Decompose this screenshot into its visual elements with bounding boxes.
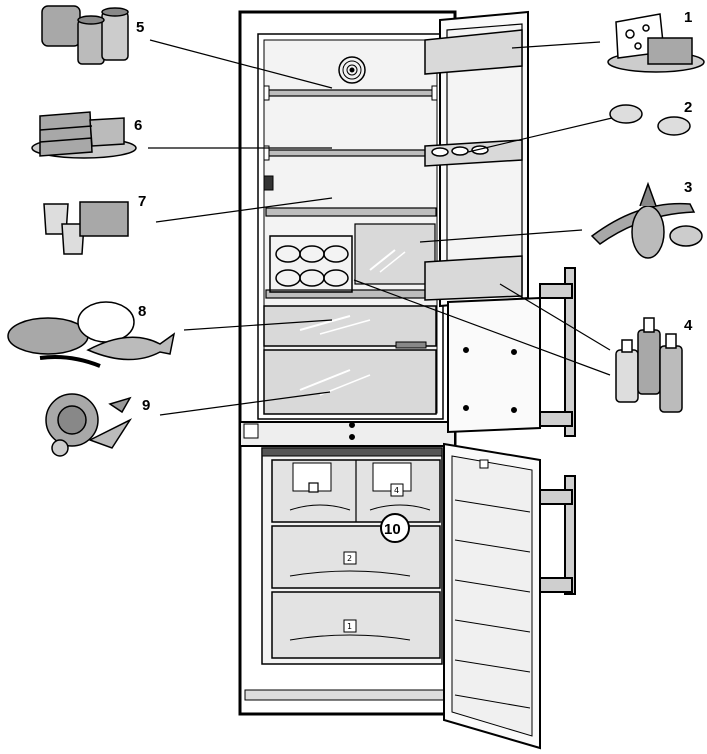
upper-handle-mount [539, 283, 573, 299]
lower-handle-mount [539, 577, 573, 593]
door-bin-bottles [424, 255, 523, 301]
crisper-drawer-lower [263, 349, 437, 415]
shelf [265, 89, 437, 97]
door-handles [539, 267, 576, 595]
drawer-mark-4: 4 [394, 486, 399, 495]
bottles-icon [615, 317, 683, 413]
hinge-icon [243, 423, 259, 439]
freezer-drawer-labels: 4 2 1 [343, 483, 404, 633]
pineapple-and-sausage-icon [590, 181, 703, 259]
ice-symbol-icon [479, 459, 489, 469]
bottle-rack [269, 235, 353, 293]
callout-6: 6 [134, 117, 142, 134]
drawer-mark-1: 1 [347, 622, 352, 631]
jars-and-cans-icon [41, 5, 129, 65]
cake-icon [31, 111, 137, 159]
leader-line-4b [353, 279, 611, 376]
callout-8: 8 [138, 303, 146, 320]
callout-7: 7 [138, 193, 146, 210]
freezer-top-vent [261, 447, 443, 457]
callout-2: 2 [684, 99, 692, 116]
cheese-and-butter-icon [607, 13, 705, 73]
leader-line-3 [419, 229, 583, 243]
shelf [265, 289, 437, 299]
plinth [244, 689, 451, 701]
fridge-door [439, 10, 541, 434]
leader-line-9 [159, 391, 331, 416]
crisper-drawer-upper [263, 305, 437, 347]
door-bin-top [424, 29, 523, 75]
shelf [265, 149, 437, 157]
upper-handle-mount [539, 411, 573, 427]
lower-handle-mount [539, 489, 573, 505]
lower-handle [564, 475, 576, 595]
drawer-mark-2: 2 [347, 554, 352, 563]
callout-10-circle [380, 513, 410, 543]
callout-9: 9 [142, 397, 150, 414]
leader-line-4a [499, 283, 611, 351]
callout-4: 4 [684, 317, 693, 334]
callout-5: 5 [136, 19, 144, 36]
freezer-door [443, 442, 541, 750]
crisper-drawers [263, 305, 437, 415]
callout-10: 10 [384, 521, 401, 538]
door-bins [424, 29, 523, 301]
meat-and-fish-icon [7, 301, 176, 368]
callout-3: 3 [684, 179, 692, 196]
eggs-icon [609, 104, 691, 136]
divider-screw-icon [349, 422, 355, 428]
control-knob-icon [308, 482, 319, 493]
fresh-box [354, 223, 436, 285]
leader-line-1 [511, 41, 601, 49]
fan-icon [338, 56, 366, 84]
vegetables-icon [45, 393, 133, 457]
leader-line-8 [183, 319, 333, 331]
divider-panel [239, 421, 456, 447]
yogurt-and-butter-dish-icon [43, 201, 129, 255]
callout-1: 1 [684, 9, 692, 26]
upper-handle [564, 267, 576, 437]
leader-line-2 [467, 117, 613, 153]
shelf [265, 207, 437, 217]
divider-screw-icon [349, 434, 355, 440]
callout-numbers: 1 2 3 4 5 6 7 8 9 10 [134, 9, 693, 543]
leader-lines [148, 39, 613, 416]
leader-line-7 [155, 197, 333, 223]
leader-line-5 [149, 39, 333, 89]
